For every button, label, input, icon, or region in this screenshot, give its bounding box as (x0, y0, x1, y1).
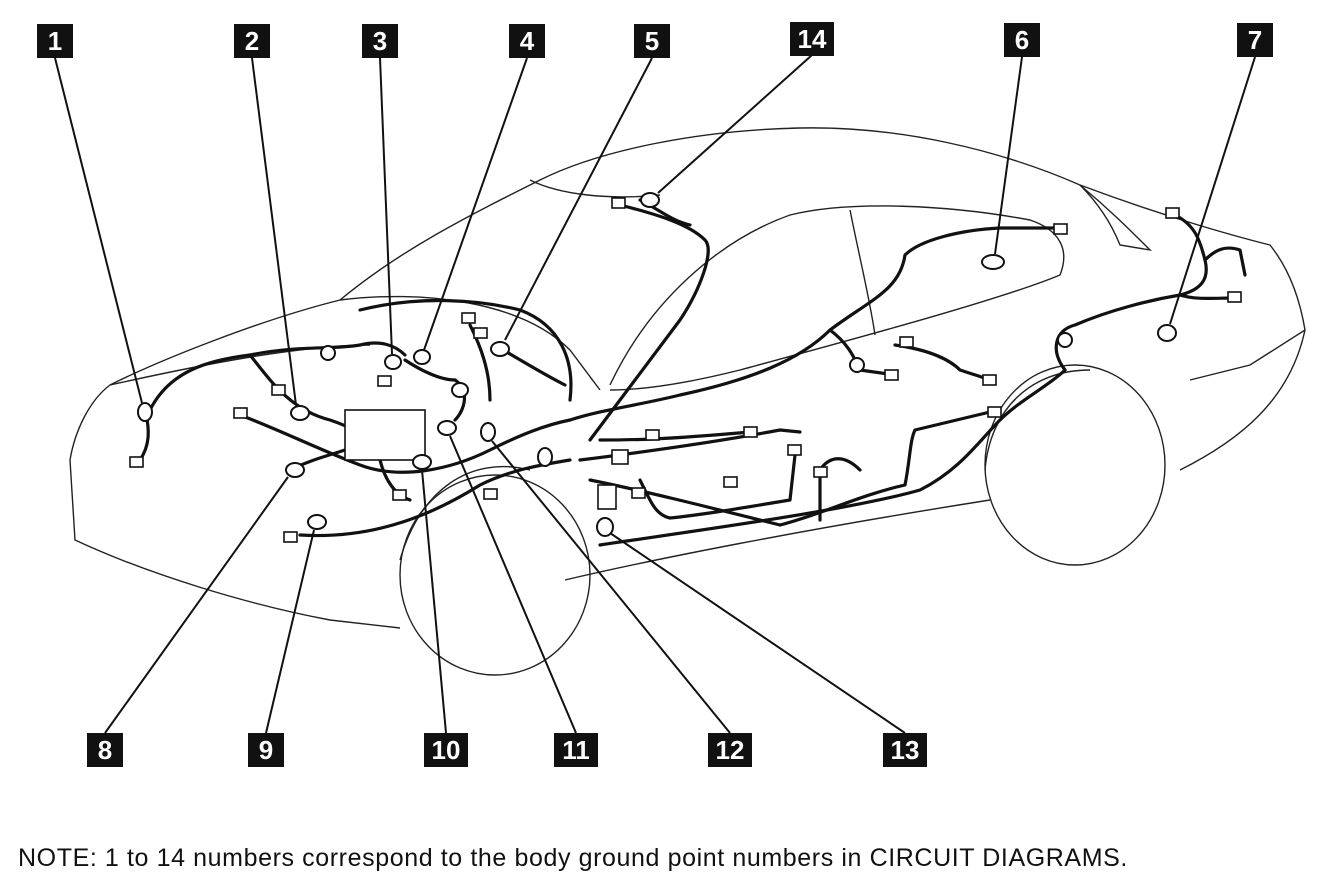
callout-2: 2 (234, 24, 270, 58)
callout-14: 14 (790, 22, 834, 56)
ground-point-3 (384, 354, 402, 370)
ground-points (137, 192, 1177, 537)
callout-7: 7 (1237, 23, 1273, 57)
callout-13: 13 (883, 733, 927, 767)
callout-1: 1 (37, 24, 73, 58)
car-body-outline (69, 127, 1306, 676)
svg-text:14: 14 (798, 24, 827, 54)
ground-point-12 (480, 422, 496, 442)
ground-point-7 (1157, 324, 1177, 342)
wiring-harness (138, 198, 1247, 547)
ground-point-13 (596, 517, 614, 537)
ground-point-2 (290, 405, 310, 421)
ground-point-6 (981, 254, 1005, 270)
ground-point-11 (437, 420, 457, 436)
callout-6: 6 (1004, 23, 1040, 57)
callout-3: 3 (362, 24, 398, 58)
callout-5: 5 (634, 24, 670, 58)
leader-lines (54, 54, 1256, 734)
ground-point-10 (412, 454, 432, 470)
harness-connectors (129, 197, 1242, 543)
callout-11: 11 (554, 733, 598, 767)
svg-text:2: 2 (245, 26, 259, 56)
svg-text:4: 4 (520, 26, 535, 56)
callout-4: 4 (509, 24, 545, 58)
ground-point-14 (640, 192, 660, 208)
diagram-note: NOTE: 1 to 14 numbers correspond to the … (18, 844, 1128, 872)
svg-text:1: 1 (48, 26, 62, 56)
svg-text:9: 9 (259, 735, 273, 765)
svg-text:11: 11 (562, 735, 590, 765)
callout-10: 10 (424, 733, 468, 767)
svg-text:5: 5 (645, 26, 659, 56)
callout-12: 12 (708, 733, 752, 767)
svg-text:13: 13 (891, 735, 920, 765)
ground-point-5 (490, 341, 510, 357)
ground-point-4 (413, 349, 431, 365)
svg-text:7: 7 (1248, 25, 1262, 55)
callout-9: 9 (248, 733, 284, 767)
svg-text:12: 12 (716, 735, 745, 765)
svg-text:3: 3 (373, 26, 387, 56)
svg-text:6: 6 (1015, 25, 1029, 55)
ground-point-8 (285, 462, 305, 478)
ground-point-9 (307, 514, 327, 530)
svg-text:8: 8 (98, 735, 112, 765)
ground-point-1 (137, 402, 153, 422)
svg-text:10: 10 (432, 735, 461, 765)
callout-8: 8 (87, 733, 123, 767)
